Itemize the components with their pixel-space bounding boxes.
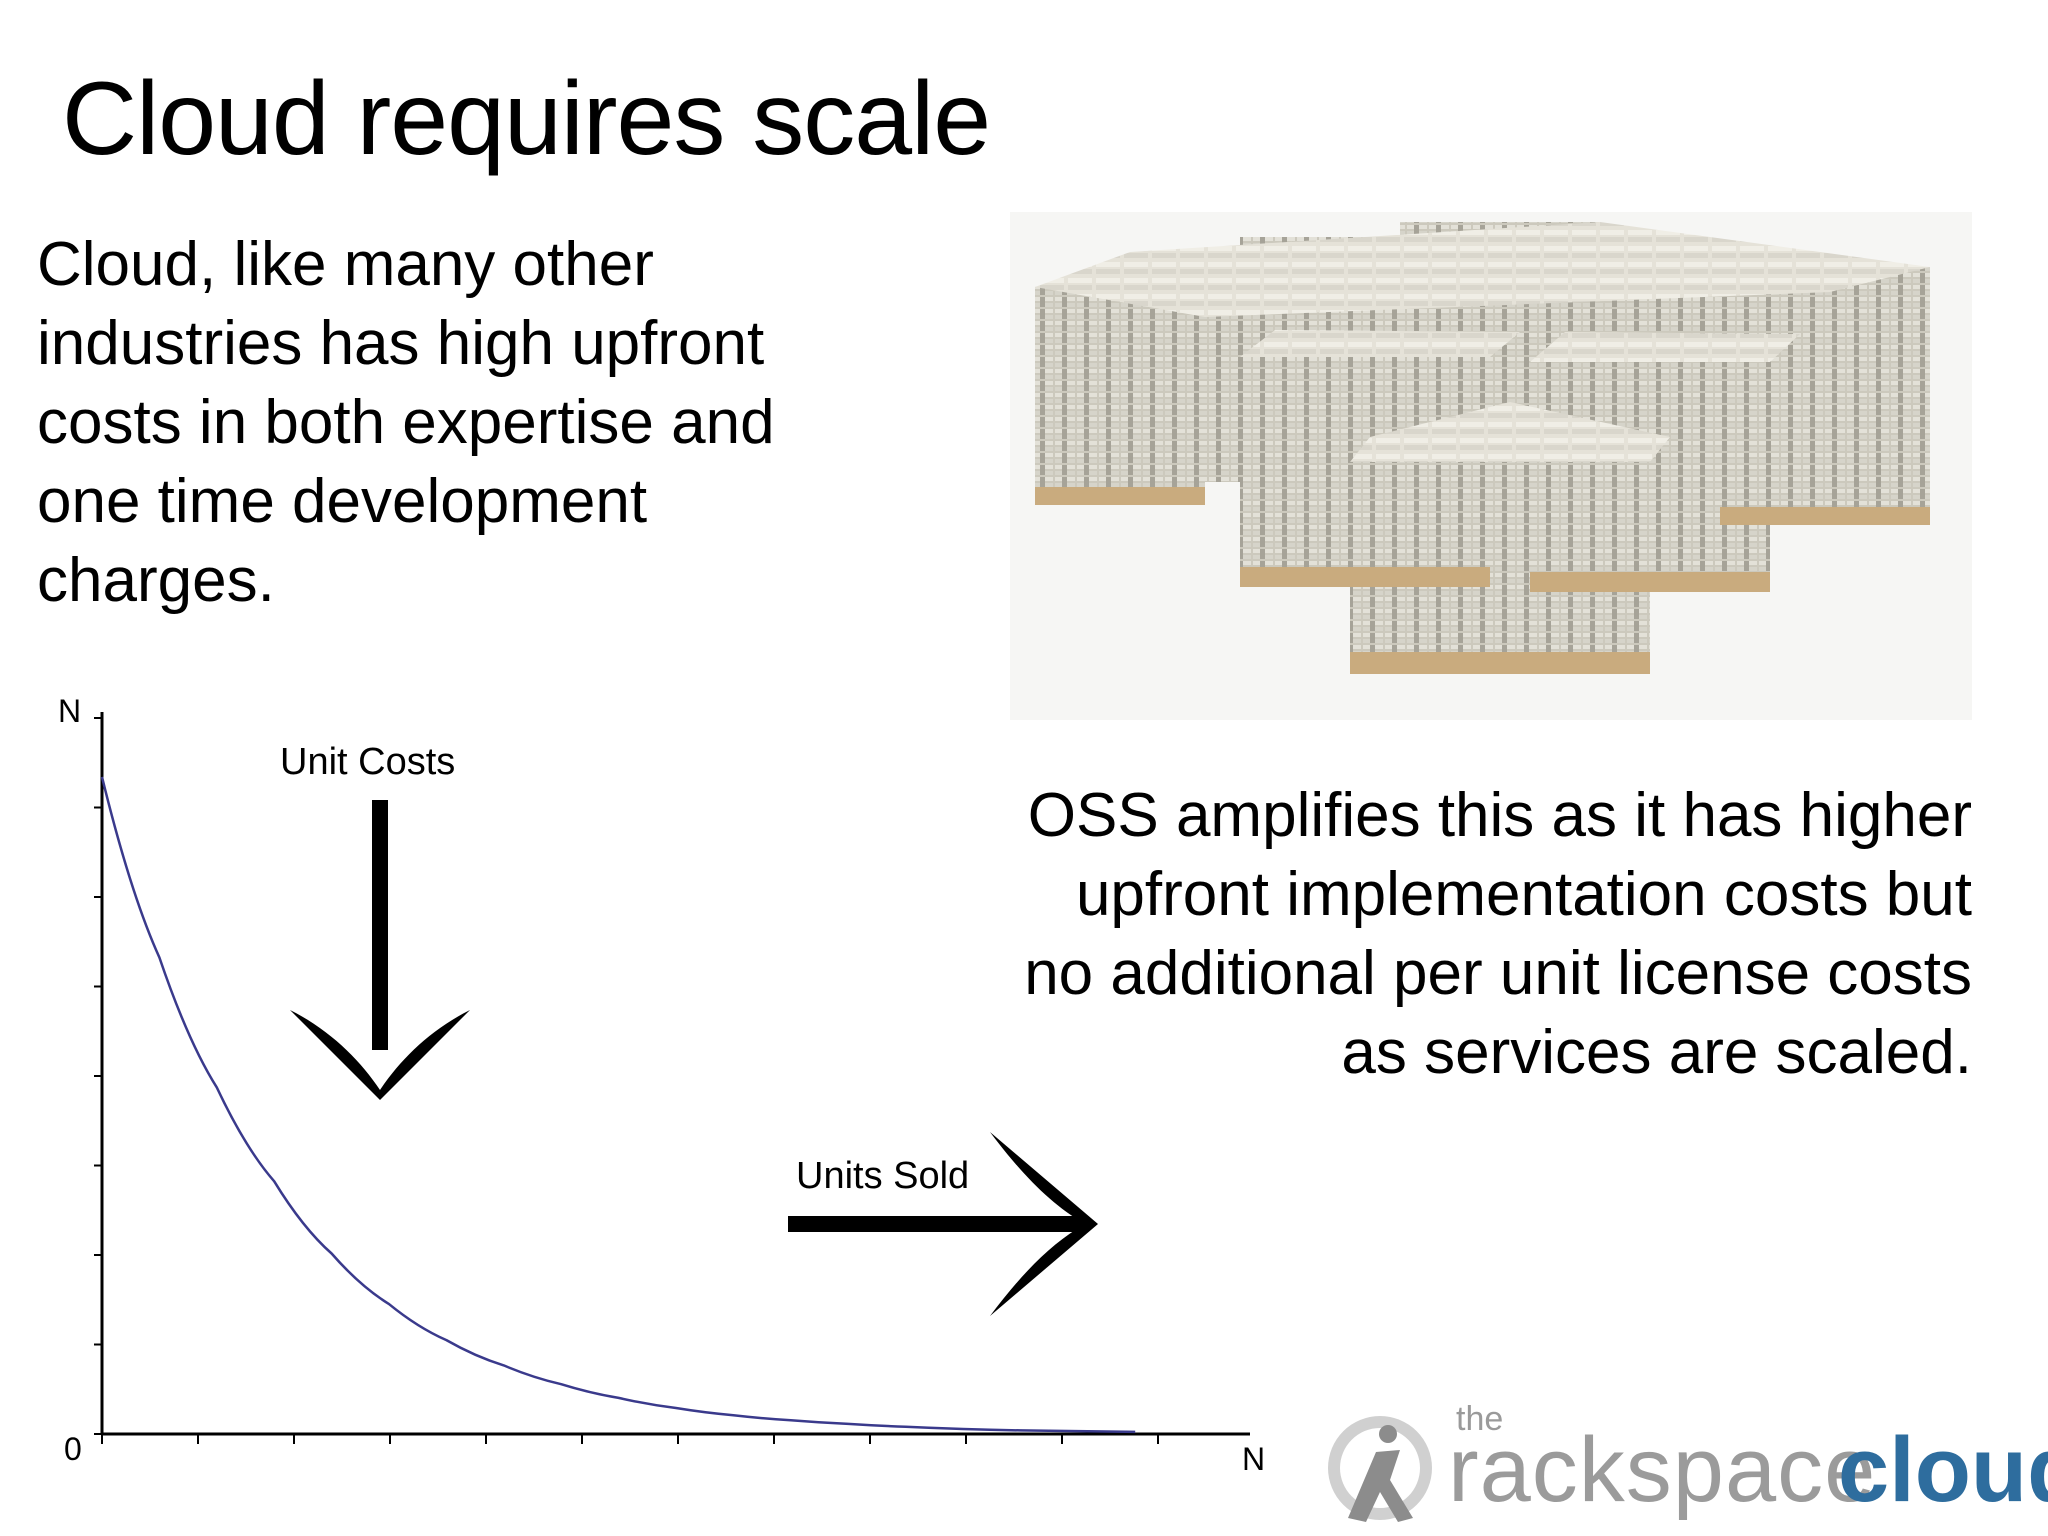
slide-title: Cloud requires scale	[62, 61, 991, 177]
oss-line: upfront implementation costs but	[1075, 860, 1972, 929]
x-axis-ticks	[101, 1434, 1159, 1444]
oss-line: OSS amplifies this as it has higher	[1027, 781, 1972, 850]
logo-cloud: cloud	[1838, 1419, 2048, 1521]
oss-paragraph: OSS amplifies this as it has higher upfr…	[1024, 776, 1972, 1092]
intro-line: industries has high upfront	[37, 309, 765, 378]
down-arrow-icon	[290, 800, 470, 1100]
unit-cost-curve	[100, 776, 1136, 1434]
y-axis-max-label: N	[58, 693, 81, 729]
rackspace-cloud-logo: the rackspace cloud	[1318, 1400, 2048, 1536]
right-arrow-icon	[788, 1132, 1098, 1316]
intro-line: one time development	[37, 467, 648, 536]
rackspace-figure-icon	[1328, 1416, 1432, 1522]
wooden-pallets	[1035, 487, 1930, 674]
money-pallets-photo	[1010, 212, 1972, 720]
intro-line: costs in both expertise and	[37, 388, 775, 457]
unit-cost-chart: N 0 N Unit Costs Units Sold	[58, 693, 1265, 1477]
logo-the: the	[1456, 1400, 1504, 1438]
intro-line: charges.	[37, 546, 275, 615]
front-pallets	[1240, 330, 1800, 652]
oss-line: as services are scaled.	[1341, 1018, 1972, 1087]
logo-rackspace: rackspace	[1448, 1419, 1877, 1521]
oss-line: no additional per unit license costs	[1024, 939, 1972, 1008]
intro-line: Cloud, like many other	[37, 230, 654, 299]
intro-paragraph: Cloud, like many other industries has hi…	[37, 225, 897, 620]
units-sold-label: Units Sold	[796, 1155, 969, 1197]
x-axis-max-label: N	[1242, 1441, 1265, 1477]
x-axis-min-label: 0	[64, 1431, 82, 1467]
unit-costs-label: Unit Costs	[280, 741, 455, 783]
